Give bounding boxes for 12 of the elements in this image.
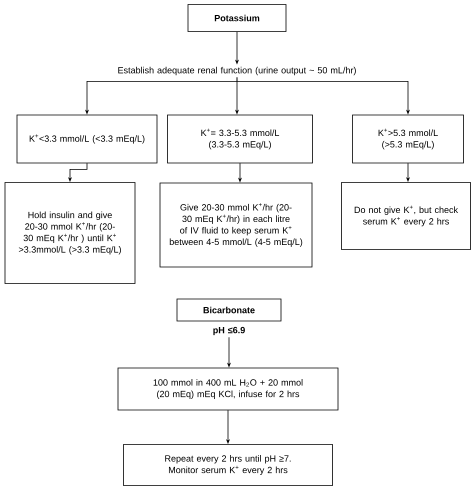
heading-box: Potassium (188, 4, 286, 32)
condition-box: K$^{+}$= 3.3-5.3 mmol/L (3.3-5.3 mEq/L) (167, 114, 313, 164)
action-box: Hold insulin and give 20-30 mmol K$^{+}$/hr (20-30 mEq K$^{+}$/hr ) until K$^{+}$ >3.3mmol/L (>3.3 mEq/L) (4, 182, 136, 284)
action-box: Repeat every 2 hrs until pH ≥7. Monitor serum K$^{+}$ every 2 hrs (123, 444, 333, 486)
action-box: Do not give K$^{+}$, but check serum K$^{+}$ every 2 hrs (341, 182, 471, 250)
condition-box: K$^{+}$>5.3 mmol/L (>5.3 mEq/L) (352, 114, 464, 164)
condition-text: pH ≤6.9 (213, 326, 245, 336)
heading-box: Bicarbonate (176, 298, 282, 322)
condition-box: K$^{+}$<3.3 mmol/L (<3.3 mEq/L) (16, 114, 158, 164)
action-box: Give 20-30 mmol K$^{+}$/hr (20-30 mEq K$^{+}$/hr) in each litre of IV fluid to keep serum K$^{+}$ between 4-5 mmol/L (4-5 mEq/L) (160, 182, 312, 268)
action-box: 100 mmol in 400 mL H$_{2}$O + 20 mmol (20 mEq) mEq KCl, infuse for 2 hrs (118, 368, 338, 410)
step-text: Establish adequate renal function (urine output ~ 50 mL/hr) (118, 66, 356, 76)
